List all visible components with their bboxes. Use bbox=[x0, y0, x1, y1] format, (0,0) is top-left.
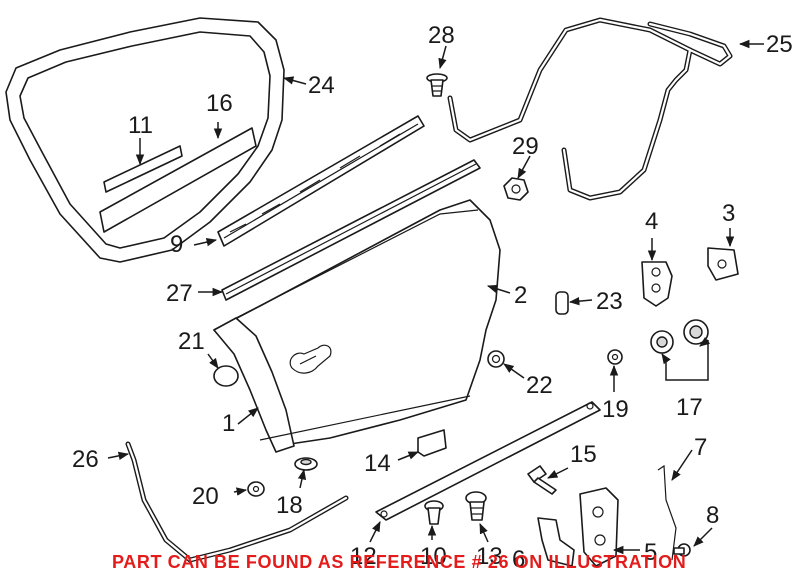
washer-20 bbox=[247, 481, 265, 497]
washer-19 bbox=[607, 349, 623, 365]
reference-notice: PART CAN BE FOUND AS REFERENCE # 26 ON I… bbox=[112, 552, 687, 572]
rod-7 bbox=[657, 464, 677, 561]
clip-28 bbox=[426, 73, 448, 97]
lock-bracket-6 bbox=[537, 517, 575, 567]
door-lock-5 bbox=[579, 487, 619, 567]
door-handle-recess bbox=[289, 344, 332, 374]
hinge-bracket-4 bbox=[641, 261, 673, 307]
callout-13: 13 bbox=[476, 543, 503, 570]
inner-belt-seal bbox=[221, 159, 481, 301]
grommet-18 bbox=[294, 457, 318, 471]
callout-1: 1 bbox=[222, 410, 236, 437]
callout-22: 22 bbox=[526, 372, 553, 399]
callout-26: 26 bbox=[72, 446, 99, 473]
callout-24: 24 bbox=[308, 72, 335, 99]
lower-seal-26 bbox=[125, 441, 349, 563]
callout-17: 17 bbox=[676, 394, 703, 421]
callout-12: 12 bbox=[350, 543, 377, 570]
callout-3: 3 bbox=[722, 200, 736, 227]
bolt-15 bbox=[527, 465, 557, 495]
callout-25: 25 bbox=[766, 31, 793, 58]
callout-6: 6 bbox=[512, 546, 526, 573]
callout-16: 16 bbox=[206, 90, 233, 117]
callout-20: 20 bbox=[192, 483, 219, 510]
window-frame-seal bbox=[5, 17, 285, 263]
callout-21: 21 bbox=[178, 328, 205, 355]
bracket-14 bbox=[417, 429, 447, 457]
bolt-10 bbox=[424, 500, 444, 525]
window-trim-strip-16 bbox=[99, 127, 257, 233]
callout-15: 15 bbox=[570, 441, 597, 468]
callout-7: 7 bbox=[694, 434, 708, 461]
door-shell bbox=[213, 199, 501, 453]
striker-plate-3 bbox=[707, 247, 739, 281]
window-trim-strip-11 bbox=[103, 145, 183, 193]
callout-28: 28 bbox=[428, 22, 455, 49]
pad-23 bbox=[555, 291, 569, 315]
callout-18: 18 bbox=[276, 492, 303, 519]
callout-29: 29 bbox=[512, 133, 539, 160]
leader-lines bbox=[107, 39, 764, 555]
grommet-22 bbox=[487, 350, 505, 368]
callout-5: 5 bbox=[644, 539, 658, 566]
callout-9: 9 bbox=[170, 231, 184, 258]
plug-21 bbox=[213, 365, 239, 387]
bolt-13 bbox=[465, 491, 487, 521]
callout-19: 19 bbox=[602, 396, 629, 423]
callout-2: 2 bbox=[514, 282, 528, 309]
callout-8: 8 bbox=[706, 502, 720, 529]
callout-14: 14 bbox=[364, 450, 391, 477]
clip-8 bbox=[673, 543, 691, 557]
callout-11: 11 bbox=[128, 112, 153, 139]
nut-29 bbox=[503, 177, 529, 201]
bumpers-17 bbox=[650, 319, 709, 354]
callout-27: 27 bbox=[166, 280, 193, 307]
door-weatherstrip bbox=[447, 17, 733, 201]
callout-23: 23 bbox=[596, 288, 623, 315]
callout-4: 4 bbox=[645, 208, 659, 235]
belt-molding bbox=[217, 115, 425, 247]
callout-10: 10 bbox=[420, 543, 447, 570]
check-strap-12 bbox=[375, 401, 601, 521]
